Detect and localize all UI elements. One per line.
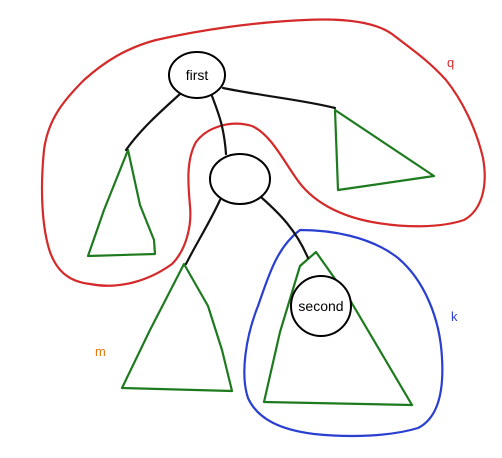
m-subtree [120, 262, 234, 393]
region-q-label: q [447, 55, 454, 70]
node-middle [209, 153, 271, 205]
right-subtree [333, 108, 436, 192]
region-k-outline [243, 228, 444, 438]
edge-first-middle [210, 94, 228, 156]
region-k-label: k [451, 309, 458, 324]
region-m-label: m [95, 344, 106, 359]
edge-first-left [124, 92, 182, 152]
left-subtree [86, 148, 157, 258]
node-first [168, 51, 226, 99]
region-q-outline [40, 18, 486, 287]
node-second [290, 275, 352, 337]
node-second-label: second [298, 298, 343, 314]
edge-middle-second [260, 196, 310, 260]
node-first-label: first [186, 67, 209, 83]
edge-first-right [221, 86, 337, 110]
edge-middle-m [184, 198, 222, 266]
